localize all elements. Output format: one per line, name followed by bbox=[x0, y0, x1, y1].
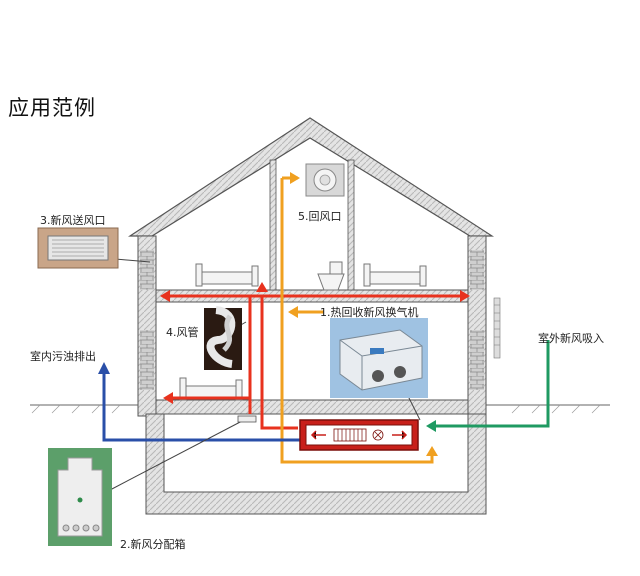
label-outdoor-intake: 室外新风吸入 bbox=[538, 332, 604, 345]
intake-line bbox=[432, 340, 550, 428]
label-supply-vent: 3.新风送风口 bbox=[40, 214, 106, 227]
supply-vent-photo bbox=[37, 227, 119, 269]
bed-upper-right bbox=[363, 263, 427, 287]
intake-arrow bbox=[426, 420, 436, 432]
attic-wall-left bbox=[269, 159, 277, 291]
bed-upper-left bbox=[195, 263, 259, 287]
page-title: 应用范例 bbox=[8, 96, 96, 120]
left-brick-low bbox=[140, 330, 154, 390]
bed-lower-left bbox=[179, 377, 243, 401]
distribution-box-photo bbox=[48, 448, 112, 546]
main-floor bbox=[155, 399, 469, 415]
toilet bbox=[317, 261, 345, 291]
right-brick-top bbox=[470, 250, 484, 290]
label-hrv-unit: 1.热回收新风换气机 bbox=[320, 306, 419, 319]
right-brick-low bbox=[470, 330, 484, 390]
hrv-unit-symbol bbox=[299, 419, 419, 451]
ground-hatch bbox=[31, 404, 601, 414]
label-return-vent: 5.回风口 bbox=[298, 210, 342, 223]
attic-wall-right bbox=[347, 159, 355, 291]
return-vent-photo bbox=[305, 163, 345, 197]
return-arrows bbox=[288, 172, 438, 456]
exhaust-arrow bbox=[98, 362, 110, 374]
distribution-node bbox=[237, 415, 257, 423]
duct-photo bbox=[204, 306, 242, 370]
exhaust-line bbox=[102, 370, 300, 442]
supply-ducts bbox=[162, 294, 466, 430]
wall-vents bbox=[493, 297, 501, 359]
label-indoor-exhaust: 室内污浊排出 bbox=[30, 350, 96, 363]
label-duct: 4.风管 bbox=[166, 326, 199, 339]
left-brick-top bbox=[140, 250, 154, 290]
supply-arrows bbox=[160, 282, 470, 404]
hrv-unit-photo bbox=[330, 318, 428, 398]
label-distribution-box: 2.新风分配箱 bbox=[120, 538, 186, 551]
